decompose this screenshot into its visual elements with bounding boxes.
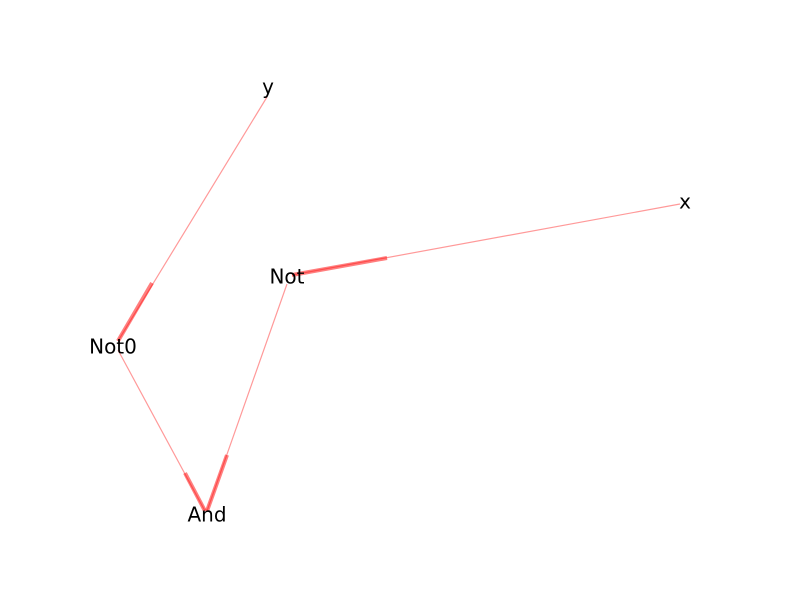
node-label-x: x [679, 190, 691, 214]
node-label-and: And [187, 503, 226, 527]
node-label-not: Not [269, 265, 304, 289]
edge-arrowhead [183, 472, 207, 512]
nodes-layer: y x Not Not0 And [89, 75, 691, 527]
edge-arrowhead [205, 454, 229, 512]
edge-y-to-not0 [116, 96, 268, 343]
edge-not0-to-and [117, 349, 207, 512]
edge-arrowhead [116, 281, 154, 343]
node-label-not0: Not0 [89, 335, 137, 359]
edges-layer [116, 96, 681, 512]
edge-x-to-not [291, 203, 681, 277]
edge-arrowhead [291, 256, 388, 277]
edge-not-to-and [205, 283, 288, 512]
node-label-y: y [262, 75, 274, 99]
